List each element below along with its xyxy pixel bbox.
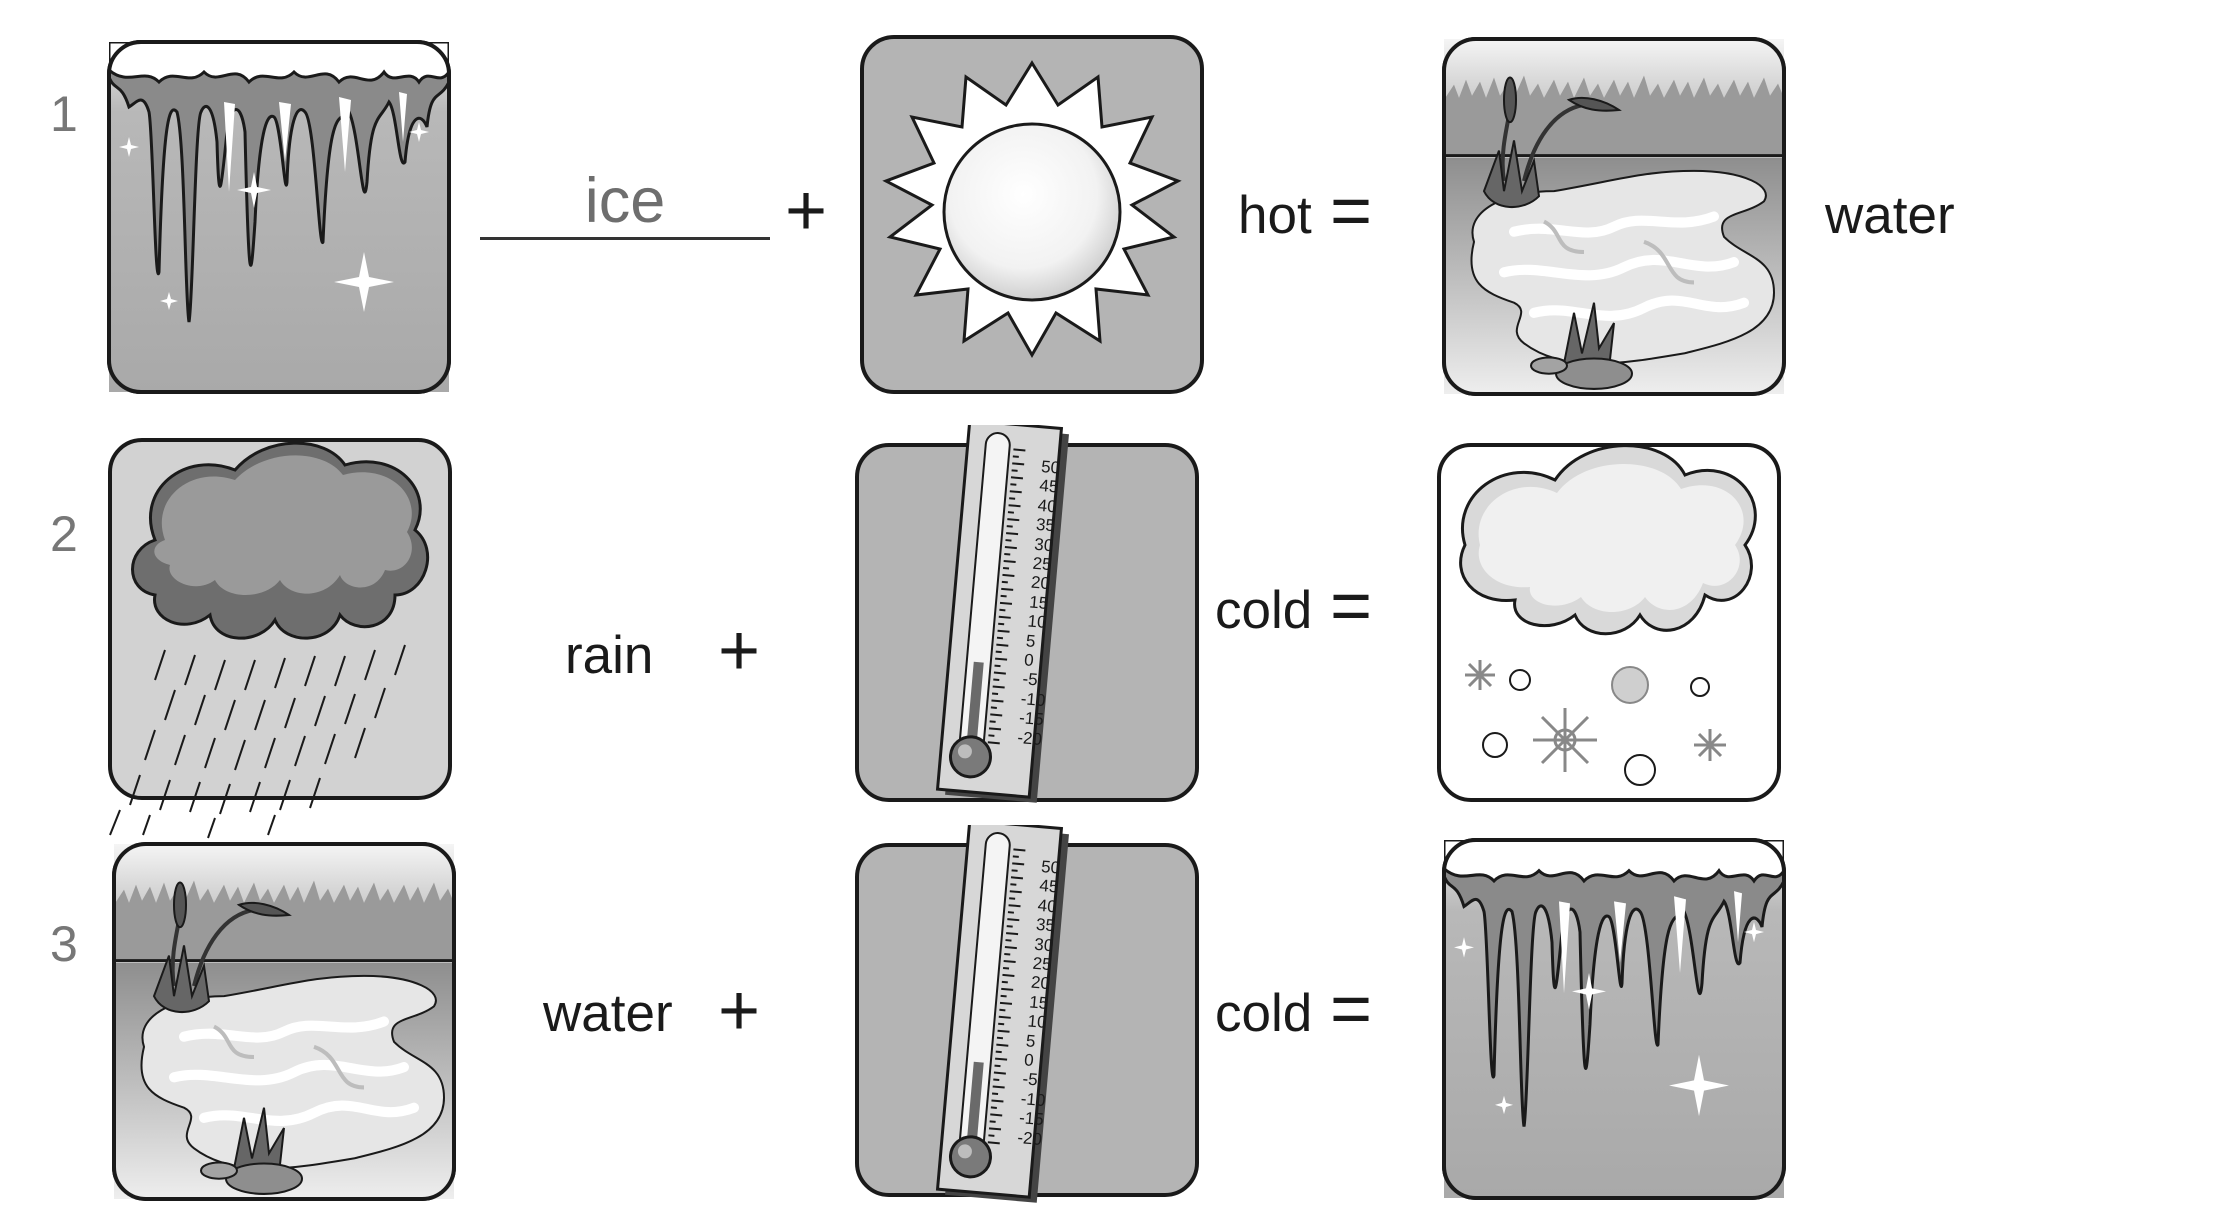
pond-icon: [1440, 35, 1790, 400]
row-number-3: 3: [50, 916, 78, 972]
condition-word-2: cold: [1215, 581, 1313, 640]
equals-sign: =: [1330, 969, 1373, 1049]
icicles-icon: [1440, 830, 1790, 1205]
condition-word-3: cold: [1215, 984, 1313, 1043]
thermometer-label: -20: [1016, 1127, 1043, 1149]
equals-sign: =: [1330, 171, 1373, 251]
condition-word-1: hot: [1238, 186, 1312, 245]
pond-icon: [110, 840, 460, 1205]
thermometer-icon: 50 45 40 35 30 25 20 15 10 5 0 -5 -10 -1…: [855, 825, 1205, 1205]
sun-icon: [860, 35, 1205, 397]
plus-sign: +: [718, 611, 761, 691]
snow-cloud-icon: [1435, 425, 1785, 805]
equals-sign: =: [1330, 566, 1373, 646]
plus-sign: +: [785, 171, 828, 251]
first-word-3: water: [543, 984, 673, 1043]
row-number-1: 1: [50, 86, 78, 142]
plus-sign: +: [718, 971, 761, 1051]
icicles-icon: [105, 32, 455, 397]
answer-blank-line[interactable]: [480, 237, 770, 240]
first-word-2: rain: [565, 626, 654, 685]
row-number-2: 2: [50, 506, 78, 562]
thermometer-icon: 50 45 40 35 30 25 20 15 10 5 0 -5 -10 -1…: [855, 425, 1205, 810]
rain-cloud-icon: [95, 420, 475, 840]
result-word-1: water: [1825, 186, 1955, 245]
answer-blank-text: ice: [584, 166, 666, 236]
thermometer-label: -20: [1016, 727, 1043, 749]
